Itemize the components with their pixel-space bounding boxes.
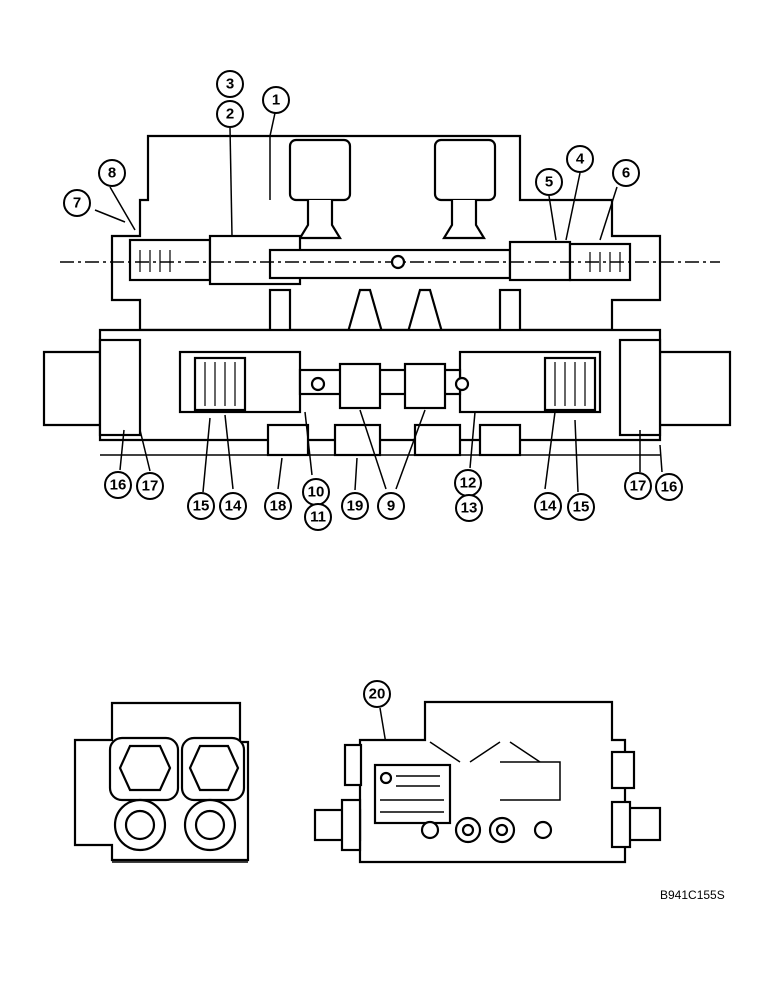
leader-lines (94, 112, 663, 769)
valve-side-view (313, 700, 662, 864)
callout-14a: 14 (219, 492, 247, 520)
svg-text:15: 15 (193, 498, 210, 515)
callout-18: 18 (264, 492, 292, 520)
svg-text:15: 15 (573, 499, 590, 516)
callout-14b: 14 (534, 492, 562, 520)
callout-13: 13 (455, 494, 483, 522)
callout-1: 1 (262, 86, 290, 114)
svg-text:16: 16 (661, 479, 678, 496)
callout-5: 5 (535, 168, 563, 196)
callout-2: 2 (216, 100, 244, 128)
callout-15a: 15 (187, 492, 215, 520)
callout-12: 12 (454, 469, 482, 497)
callout-3: 3 (216, 70, 244, 98)
callout-16b: 16 (655, 473, 683, 501)
callout-17a: 17 (136, 472, 164, 500)
svg-text:8: 8 (108, 165, 116, 182)
callout-19: 19 (341, 492, 369, 520)
svg-text:12: 12 (460, 475, 477, 492)
svg-text:13: 13 (461, 500, 478, 517)
svg-text:5: 5 (545, 174, 553, 191)
callout-11: 11 (304, 503, 332, 531)
callout-6: 6 (612, 159, 640, 187)
svg-text:3: 3 (226, 76, 234, 93)
svg-text:14: 14 (225, 498, 242, 515)
svg-text:19: 19 (347, 498, 364, 515)
svg-text:4: 4 (576, 151, 585, 168)
svg-text:6: 6 (622, 165, 630, 182)
callout-9: 9 (377, 492, 405, 520)
svg-text:17: 17 (142, 478, 159, 495)
callout-4: 4 (566, 145, 594, 173)
callout-15b: 15 (567, 493, 595, 521)
figure-code: B941C155S (660, 888, 725, 902)
valve-sectional-view (42, 134, 732, 457)
svg-text:10: 10 (308, 484, 325, 501)
svg-text:17: 17 (630, 478, 647, 495)
svg-text:16: 16 (110, 477, 127, 494)
callout-17b: 17 (624, 472, 652, 500)
svg-text:9: 9 (387, 498, 395, 515)
callout-20: 20 (363, 680, 391, 708)
callout-10: 10 (302, 478, 330, 506)
valve-end-view (73, 701, 250, 863)
callout-16a: 16 (104, 471, 132, 499)
svg-text:14: 14 (540, 498, 557, 515)
callout-8: 8 (98, 159, 126, 187)
callout-7: 7 (63, 189, 91, 217)
svg-text:18: 18 (270, 498, 287, 515)
svg-text:20: 20 (369, 686, 386, 703)
svg-text:2: 2 (226, 106, 234, 123)
svg-text:1: 1 (272, 92, 280, 109)
svg-text:11: 11 (310, 509, 326, 526)
svg-text:7: 7 (73, 195, 81, 212)
